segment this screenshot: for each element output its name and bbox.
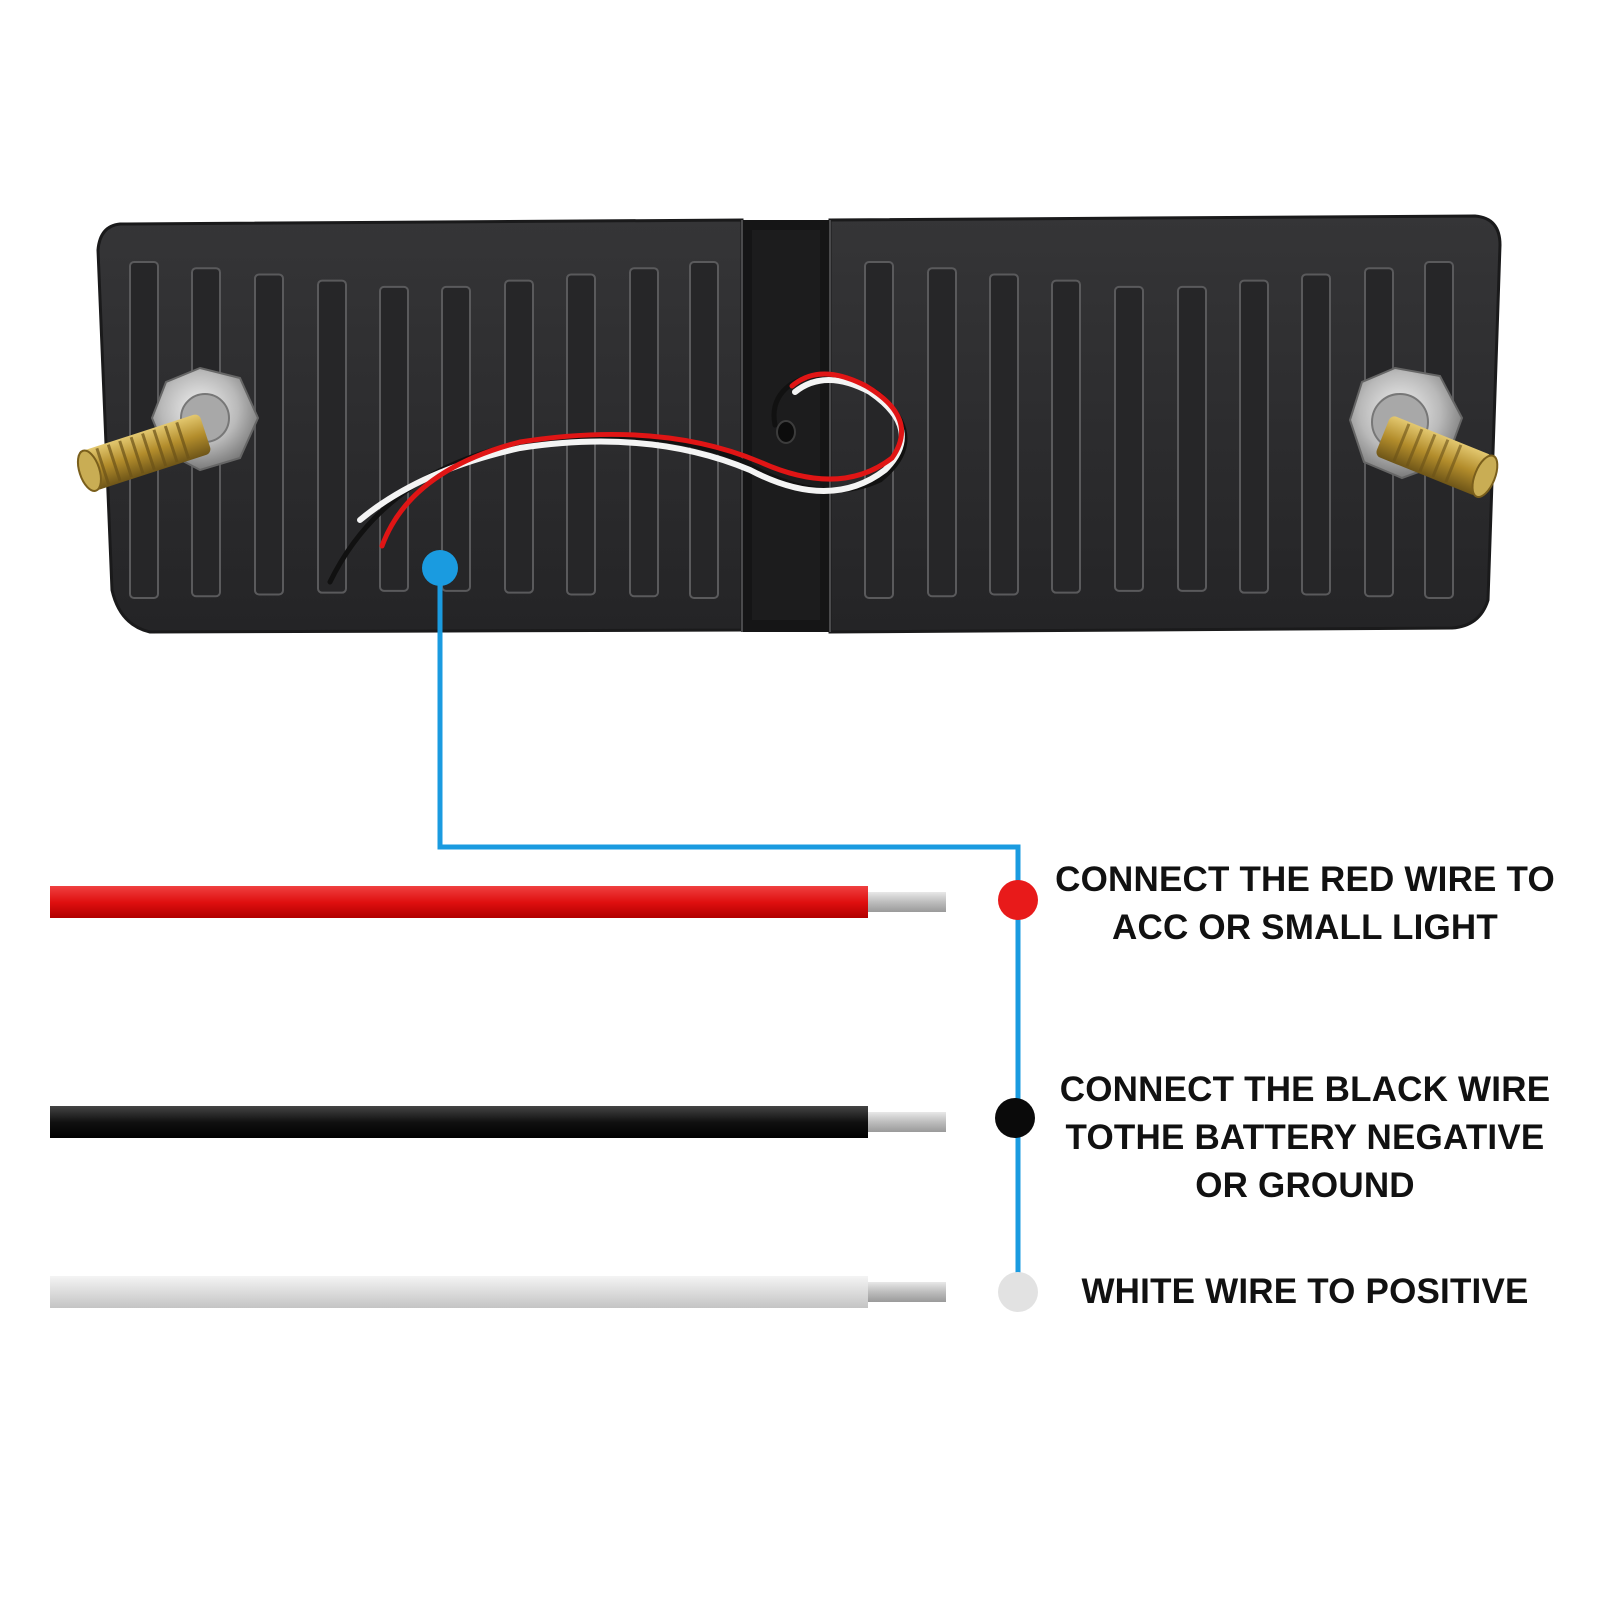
red-wire (50, 886, 946, 918)
black-wire-instruction: CONNECT THE BLACK WIRE TOTHE BATTERY NEG… (1040, 1066, 1570, 1210)
housing-rib (1051, 279, 1081, 594)
housing-rib (1301, 273, 1331, 596)
housing-rib (1114, 285, 1144, 592)
leader-origin-dot (422, 550, 458, 586)
red-wire-instruction: CONNECT THE RED WIRE TO ACC OR SMALL LIG… (1040, 856, 1570, 952)
housing-rib (927, 267, 957, 598)
housing-rib (689, 261, 719, 599)
housing-ribs (129, 261, 1454, 599)
housing-rib (1177, 285, 1207, 592)
right-mounting-bolt-icon (1348, 366, 1499, 498)
housing-rib (254, 273, 284, 596)
housing-rib (441, 285, 471, 592)
white-wire (50, 1276, 946, 1308)
black-wire-instruction-line: CONNECT THE BLACK WIRE (1059, 1070, 1551, 1109)
leader-line (422, 550, 1021, 1288)
red-wire-instruction-line: CONNECT THE RED WIRE TO (1055, 860, 1555, 899)
red-connection-dot (998, 880, 1038, 920)
black-wire-instruction-line: TOTHE BATTERY NEGATIVE (1065, 1118, 1545, 1157)
white-wire-instruction: WHITE WIRE TO POSITIVE (1040, 1268, 1570, 1316)
left-mounting-bolt-icon (76, 366, 260, 492)
red-wire-instruction-line: ACC OR SMALL LIGHT (1112, 908, 1498, 947)
housing-rib (504, 279, 534, 594)
grommet (776, 420, 796, 444)
housing-rib (864, 261, 894, 599)
housing-rib (989, 273, 1019, 596)
light-wire-bundle (327, 371, 908, 585)
black-wire (50, 1106, 946, 1138)
housing-rib (1239, 279, 1269, 594)
light-housing (96, 214, 1502, 634)
housing-rib (629, 267, 659, 598)
black-wire-instruction-line: OR GROUND (1195, 1166, 1415, 1205)
housing-rib (317, 279, 347, 594)
white-wire-instruction-line: WHITE WIRE TO POSITIVE (1081, 1272, 1529, 1311)
black-connection-dot (995, 1098, 1035, 1138)
white-connection-dot (998, 1272, 1038, 1312)
